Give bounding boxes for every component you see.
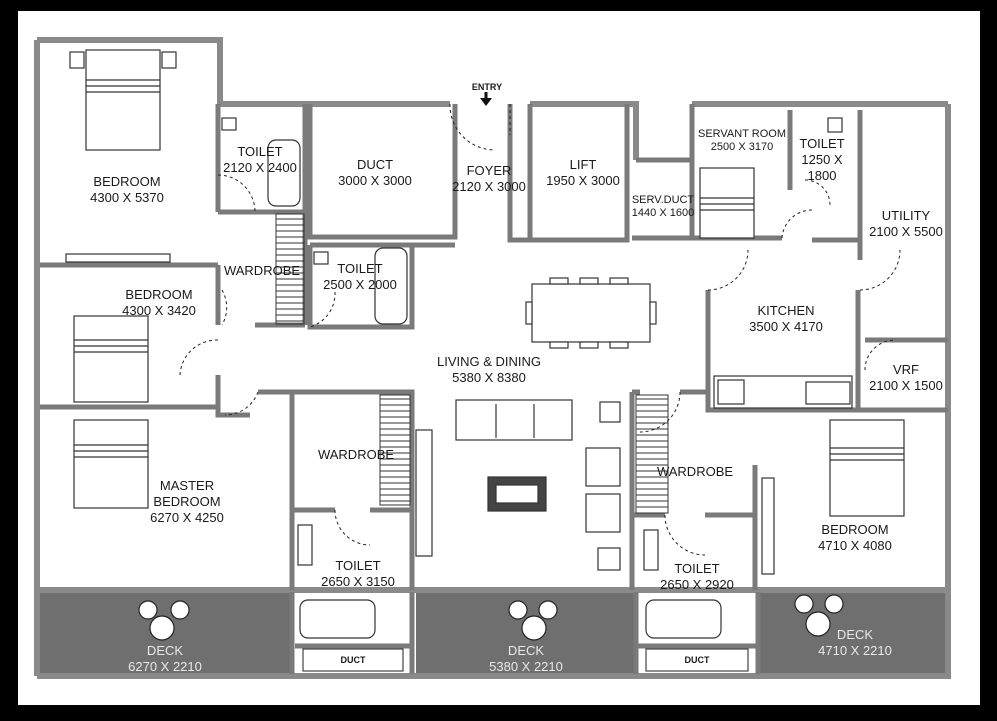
room-size: 2100 X 5500 <box>869 224 943 239</box>
room-bedroom-nw: BEDROOM 4300 X 5370 <box>90 174 164 206</box>
room-wardrobe-nw: WARDROBE <box>224 263 300 279</box>
room-size-2: 1800 <box>807 168 837 183</box>
room-name: LIVING & DINING <box>436 354 542 369</box>
entry-label: ENTRY <box>471 82 503 92</box>
bed-servant <box>699 167 755 239</box>
room-size: 4300 X 3420 <box>122 303 196 318</box>
room-name: DECK <box>507 643 545 658</box>
room-wardrobe-master: WARDROBE <box>318 447 394 463</box>
beds <box>65 49 905 517</box>
room-size: 4300 X 5370 <box>90 190 164 205</box>
room-size: 2500 X 2000 <box>323 277 397 292</box>
room-name: TOILET <box>237 144 283 159</box>
dining-table <box>531 283 651 343</box>
room-size: 6270 X 2210 <box>128 659 202 674</box>
room-size: 1950 X 3000 <box>546 173 620 188</box>
bed-master <box>73 419 149 509</box>
room-living-dining: LIVING & DINING 5380 X 8380 <box>437 354 541 386</box>
room-name: DUCT <box>356 157 394 172</box>
room-size: 2120 X 2400 <box>223 160 297 175</box>
room-size: 3500 X 4170 <box>749 319 823 334</box>
bath-fixtures <box>221 117 843 639</box>
room-name: WARDROBE <box>317 447 395 462</box>
room-deck-west: DECK 6270 X 2210 <box>128 643 202 675</box>
room-size: 4710 X 2210 <box>818 643 892 658</box>
room-name: TOILET <box>674 561 720 576</box>
room-name: BEDROOM <box>125 287 193 302</box>
bed-w <box>73 315 149 403</box>
room-serv-duct: SERV.DUCT 1440 X 1600 <box>632 194 694 220</box>
bottom-duct-boxes <box>302 648 749 672</box>
room-size: 2650 X 2920 <box>660 577 734 592</box>
room-toilet-nw: TOILET 2120 X 2400 <box>223 144 297 176</box>
deck-furniture <box>138 594 844 641</box>
room-size: 4710 X 4080 <box>818 538 892 553</box>
room-name: DECK <box>146 643 184 658</box>
room-name-2: BEDROOM <box>153 494 221 509</box>
room-utility: UTILITY 2100 X 5500 <box>869 208 943 240</box>
room-size: 5380 X 8380 <box>452 370 526 385</box>
room-name: VRF <box>892 362 919 377</box>
room-name: DUCT <box>340 655 366 665</box>
living-furniture <box>415 277 775 575</box>
room-name: FOYER <box>466 163 512 178</box>
room-name: BEDROOM <box>821 522 889 537</box>
room-size: 2500 X 3170 <box>710 141 774 153</box>
room-size: 1250 X <box>801 152 843 167</box>
room-deck-middle: DECK 5380 X 2210 <box>489 643 563 675</box>
room-duct-bottom-1: DUCT <box>341 655 366 666</box>
deck-east <box>760 592 948 674</box>
room-toilet-se: TOILET 2650 X 2920 <box>660 561 734 593</box>
room-name: WARDROBE <box>656 464 734 479</box>
room-vrf: VRF 2100 X 1500 <box>869 362 943 394</box>
interior-walls <box>40 104 948 674</box>
room-size: 3000 X 3000 <box>338 173 412 188</box>
room-toilet-mid: TOILET 2500 X 2000 <box>323 261 397 293</box>
room-name: LIFT <box>569 157 597 172</box>
wardrobe-hatches <box>275 213 669 514</box>
room-master-bedroom: MASTER BEDROOM 6270 X 4250 <box>150 478 224 526</box>
room-size: 2650 X 3150 <box>321 574 395 589</box>
room-lift: LIFT 1950 X 3000 <box>546 157 620 189</box>
room-size: 2120 X 3000 <box>452 179 526 194</box>
room-size: 1440 X 1600 <box>631 207 695 219</box>
kitchen-counter <box>713 375 853 409</box>
room-name: UTILITY <box>881 208 931 223</box>
room-foyer: FOYER 2120 X 3000 <box>452 163 526 195</box>
room-name: BEDROOM <box>93 174 161 189</box>
room-name: SERV.DUCT <box>631 194 695 206</box>
entry-arrow <box>480 92 492 106</box>
room-size: 6270 X 4250 <box>150 510 224 525</box>
room-name: KITCHEN <box>757 303 815 318</box>
room-size: 2100 X 1500 <box>869 378 943 393</box>
room-wardrobe-se: WARDROBE <box>657 464 733 480</box>
room-kitchen: KITCHEN 3500 X 4170 <box>749 303 823 335</box>
room-size: 5380 X 2210 <box>489 659 563 674</box>
room-name: DECK <box>836 627 874 642</box>
room-toilet-servant: TOILET 1250 X 1800 <box>799 136 844 184</box>
outer-walls <box>34 37 951 679</box>
room-bedroom-se: BEDROOM 4710 X 4080 <box>818 522 892 554</box>
sofa <box>455 399 573 441</box>
room-name: WARDROBE <box>223 263 301 278</box>
room-bedroom-w: BEDROOM 4300 X 3420 <box>122 287 196 319</box>
room-name: DUCT <box>684 655 710 665</box>
room-name: MASTER <box>159 478 215 493</box>
room-name: TOILET <box>799 136 845 151</box>
room-toilet-master: TOILET 2650 X 3150 <box>321 558 395 590</box>
room-name: SERVANT ROOM <box>697 128 787 140</box>
room-deck-east: DECK 4710 X 2210 <box>818 627 892 659</box>
room-duct-bottom-2: DUCT <box>685 655 710 666</box>
bed-nw <box>85 49 161 151</box>
room-servant: SERVANT ROOM 2500 X 3170 <box>698 128 786 154</box>
room-name: TOILET <box>337 261 383 276</box>
bed-se <box>829 419 905 517</box>
room-name: TOILET <box>335 558 381 573</box>
room-duct-top: DUCT 3000 X 3000 <box>338 157 412 189</box>
